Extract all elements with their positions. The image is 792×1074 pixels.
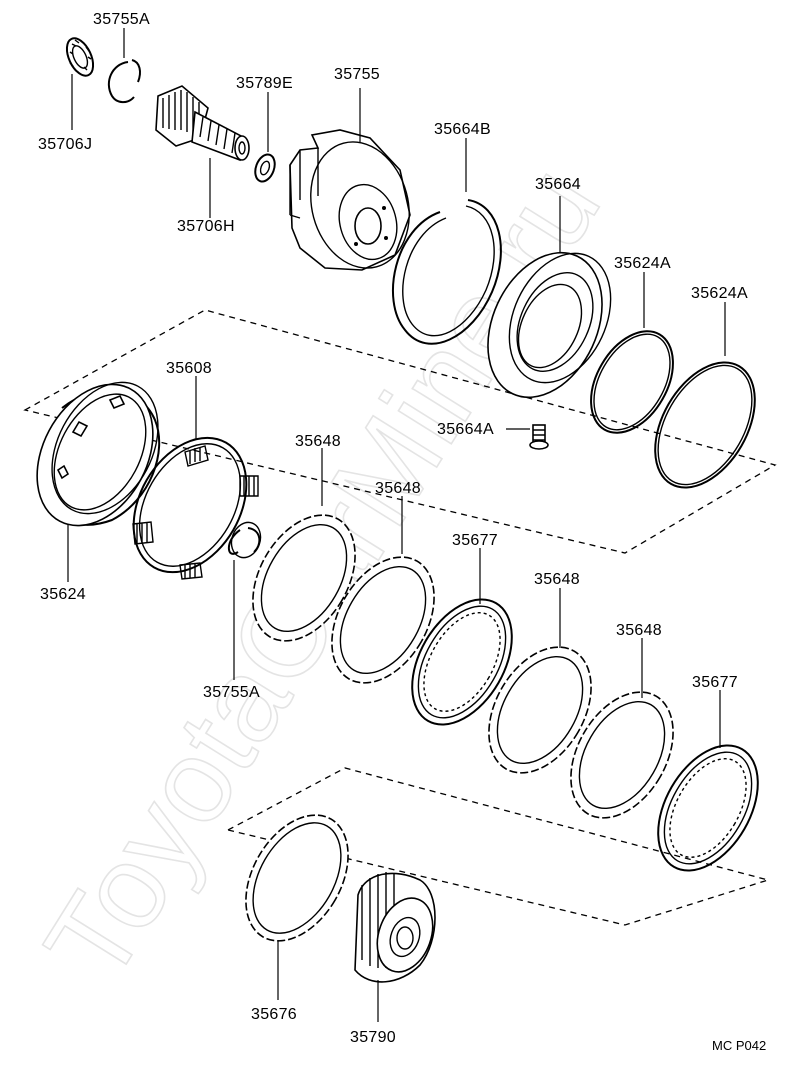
- label-35648-3: 35648: [534, 571, 580, 588]
- label-35648-2: 35648: [375, 480, 421, 497]
- label-35608: 35608: [166, 360, 212, 377]
- subassembly-outline-lower: [226, 767, 771, 926]
- part-35648-clutch-plate-4: [570, 691, 674, 819]
- label-35648-4: 35648: [616, 622, 662, 639]
- part-35624A-oring-1: [590, 330, 674, 434]
- label-35755: 35755: [334, 66, 380, 83]
- subassembly-outline-upper: [23, 309, 777, 554]
- label-35624A-1: 35624A: [614, 255, 671, 272]
- part-35648-clutch-plate-3: [488, 646, 592, 774]
- label-35624A-2: 35624A: [691, 285, 748, 302]
- label-35789E: 35789E: [236, 75, 293, 92]
- part-35755A-snap-ring-mid: [227, 521, 262, 559]
- part-35676-flange-plate: [245, 814, 349, 942]
- part-35790-clutch-hub: [354, 872, 436, 983]
- part-35664-piston: [487, 251, 612, 399]
- label-35624: 35624: [40, 586, 86, 603]
- part-35755A-snap-ring-top: [107, 59, 141, 104]
- part-35755-clutch-drum: [289, 129, 411, 271]
- part-35648-clutch-plate-2: [331, 556, 435, 684]
- part-35624-clutch-cylinder: [36, 381, 161, 527]
- part-35664B-snap-ring: [391, 199, 502, 345]
- label-35790: 35790: [350, 1029, 396, 1046]
- part-35706J-thrust-bearing: [65, 37, 95, 77]
- part-35677-friction-disc-2: [657, 744, 759, 872]
- label-35706J: 35706J: [38, 136, 92, 153]
- part-35677-friction-disc-1: [411, 598, 513, 726]
- part-35664A-check-ball: [529, 424, 549, 450]
- part-35789E-washer: [254, 153, 276, 183]
- part-35624A-oring-2: [654, 361, 756, 489]
- part-35608-return-spring: [132, 436, 259, 580]
- label-35664A: 35664A: [437, 421, 494, 438]
- part-35648-clutch-plate-1: [252, 514, 356, 642]
- label-35755A-mid: 35755A: [203, 684, 260, 701]
- diagram-code: MC P042: [712, 1038, 766, 1053]
- label-35648-1: 35648: [295, 433, 341, 450]
- label-35677-1: 35677: [452, 532, 498, 549]
- label-35664B: 35664B: [434, 121, 491, 138]
- label-35676: 35676: [251, 1006, 297, 1023]
- label-35706H: 35706H: [177, 218, 235, 235]
- label-35755A-top: 35755A: [93, 11, 150, 28]
- label-35677-2: 35677: [692, 674, 738, 691]
- label-35664: 35664: [535, 176, 581, 193]
- part-35706H-shaft: [155, 85, 250, 162]
